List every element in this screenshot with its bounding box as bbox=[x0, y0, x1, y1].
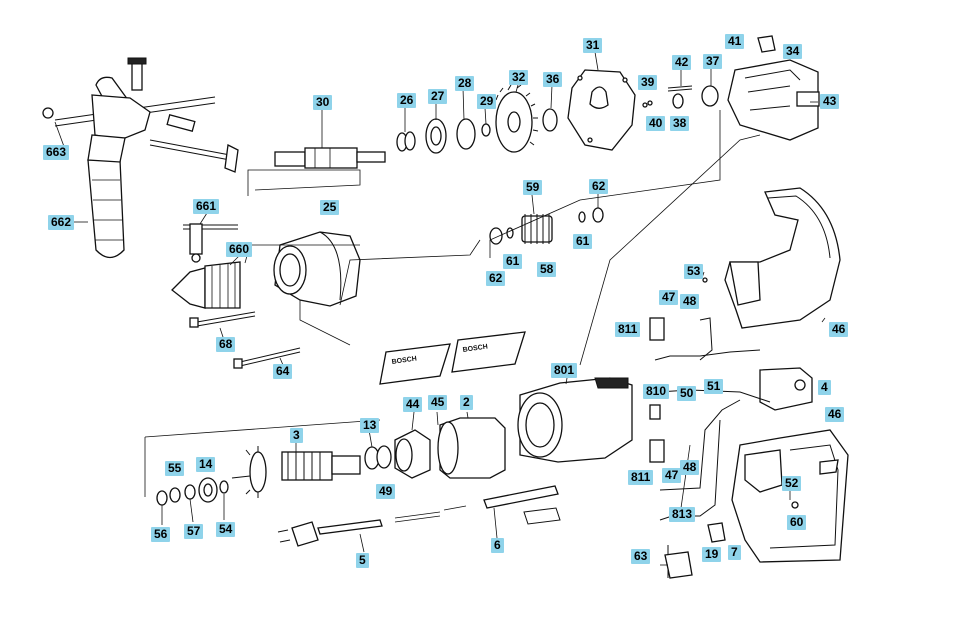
part-label-68: 68 bbox=[216, 337, 236, 352]
part-label-36: 36 bbox=[543, 72, 563, 87]
part-label-61-b: 61 bbox=[503, 254, 523, 269]
part-label-29: 29 bbox=[477, 94, 497, 109]
gasket-plate bbox=[567, 69, 636, 151]
part-label-28: 28 bbox=[455, 76, 475, 91]
part-label-49: 49 bbox=[376, 484, 396, 499]
part-label-6: 6 bbox=[491, 538, 504, 553]
part-label-52: 52 bbox=[782, 476, 802, 491]
leader-lines bbox=[54, 51, 826, 566]
rear-bearings bbox=[156, 477, 229, 506]
part-label-25: 25 bbox=[320, 200, 340, 215]
part-label-37: 37 bbox=[703, 54, 723, 69]
handle-half-shell-top bbox=[724, 187, 841, 329]
part-label-7: 7 bbox=[728, 545, 741, 560]
part-label-813: 813 bbox=[669, 507, 696, 522]
part-label-27: 27 bbox=[428, 89, 448, 104]
part-label-44: 44 bbox=[403, 397, 423, 412]
part-label-32: 32 bbox=[509, 70, 529, 85]
part-label-41: 41 bbox=[725, 34, 745, 49]
part-label-661: 661 bbox=[193, 199, 220, 214]
part-label-46-a: 46 bbox=[829, 322, 849, 337]
part-label-42: 42 bbox=[672, 55, 692, 70]
part-label-46-b: 46 bbox=[825, 407, 845, 422]
part-label-13: 13 bbox=[360, 418, 380, 433]
part-label-5: 5 bbox=[356, 553, 369, 568]
part-label-31: 31 bbox=[583, 38, 603, 53]
part-label-30: 30 bbox=[313, 95, 333, 110]
part-label-60: 60 bbox=[787, 515, 807, 530]
part-label-48-a: 48 bbox=[680, 294, 700, 309]
part-label-2: 2 bbox=[460, 395, 473, 410]
part-label-663: 663 bbox=[43, 145, 70, 160]
part-label-801: 801 bbox=[551, 363, 578, 378]
power-cable bbox=[277, 505, 467, 547]
handle-half-shell-bottom bbox=[664, 429, 849, 579]
part-label-59: 59 bbox=[523, 180, 543, 195]
part-label-47-b: 47 bbox=[662, 468, 682, 483]
part-label-811-a: 811 bbox=[615, 322, 641, 337]
part-label-53: 53 bbox=[684, 264, 704, 279]
part-label-62-a: 62 bbox=[589, 179, 609, 194]
part-label-662: 662 bbox=[48, 215, 75, 230]
part-label-19: 19 bbox=[702, 547, 722, 562]
part-label-48-b: 48 bbox=[680, 460, 700, 475]
motor-internals bbox=[231, 417, 506, 498]
part-label-62-b: 62 bbox=[486, 271, 506, 286]
chuck-and-key bbox=[171, 223, 301, 369]
side-handle-assembly bbox=[42, 57, 239, 259]
part-label-40: 40 bbox=[646, 116, 666, 131]
part-label-810: 810 bbox=[643, 384, 670, 399]
part-label-57: 57 bbox=[184, 524, 204, 539]
part-label-64: 64 bbox=[273, 364, 293, 379]
part-label-38: 38 bbox=[670, 116, 690, 131]
part-label-26: 26 bbox=[397, 93, 417, 108]
nameplates bbox=[379, 331, 526, 385]
nameplate-1-text: BOSCH bbox=[391, 356, 417, 366]
part-label-3: 3 bbox=[290, 428, 303, 443]
motor-housing bbox=[517, 377, 633, 463]
part-label-61-a: 61 bbox=[573, 234, 593, 249]
part-label-58: 58 bbox=[537, 262, 557, 277]
part-label-4: 4 bbox=[818, 380, 831, 395]
nameplate-2-text: BOSCH bbox=[462, 344, 488, 354]
part-label-14: 14 bbox=[196, 457, 216, 472]
part-label-56: 56 bbox=[151, 527, 171, 542]
part-label-50: 50 bbox=[677, 386, 697, 401]
top-right-parts bbox=[642, 35, 820, 141]
part-label-45: 45 bbox=[428, 395, 448, 410]
support-rod bbox=[483, 485, 561, 525]
part-label-43: 43 bbox=[820, 94, 840, 109]
part-label-34: 34 bbox=[783, 44, 803, 59]
part-label-55: 55 bbox=[165, 461, 185, 476]
part-label-63: 63 bbox=[631, 549, 651, 564]
part-label-51: 51 bbox=[704, 379, 724, 394]
part-label-811-b: 811 bbox=[628, 470, 654, 485]
spindle bbox=[274, 147, 386, 169]
part-label-660: 660 bbox=[226, 242, 253, 257]
gear-housing bbox=[273, 231, 361, 307]
part-label-39: 39 bbox=[638, 75, 658, 90]
part-label-54: 54 bbox=[216, 522, 236, 537]
bearing-row bbox=[396, 84, 558, 154]
part-label-47-a: 47 bbox=[659, 290, 679, 305]
